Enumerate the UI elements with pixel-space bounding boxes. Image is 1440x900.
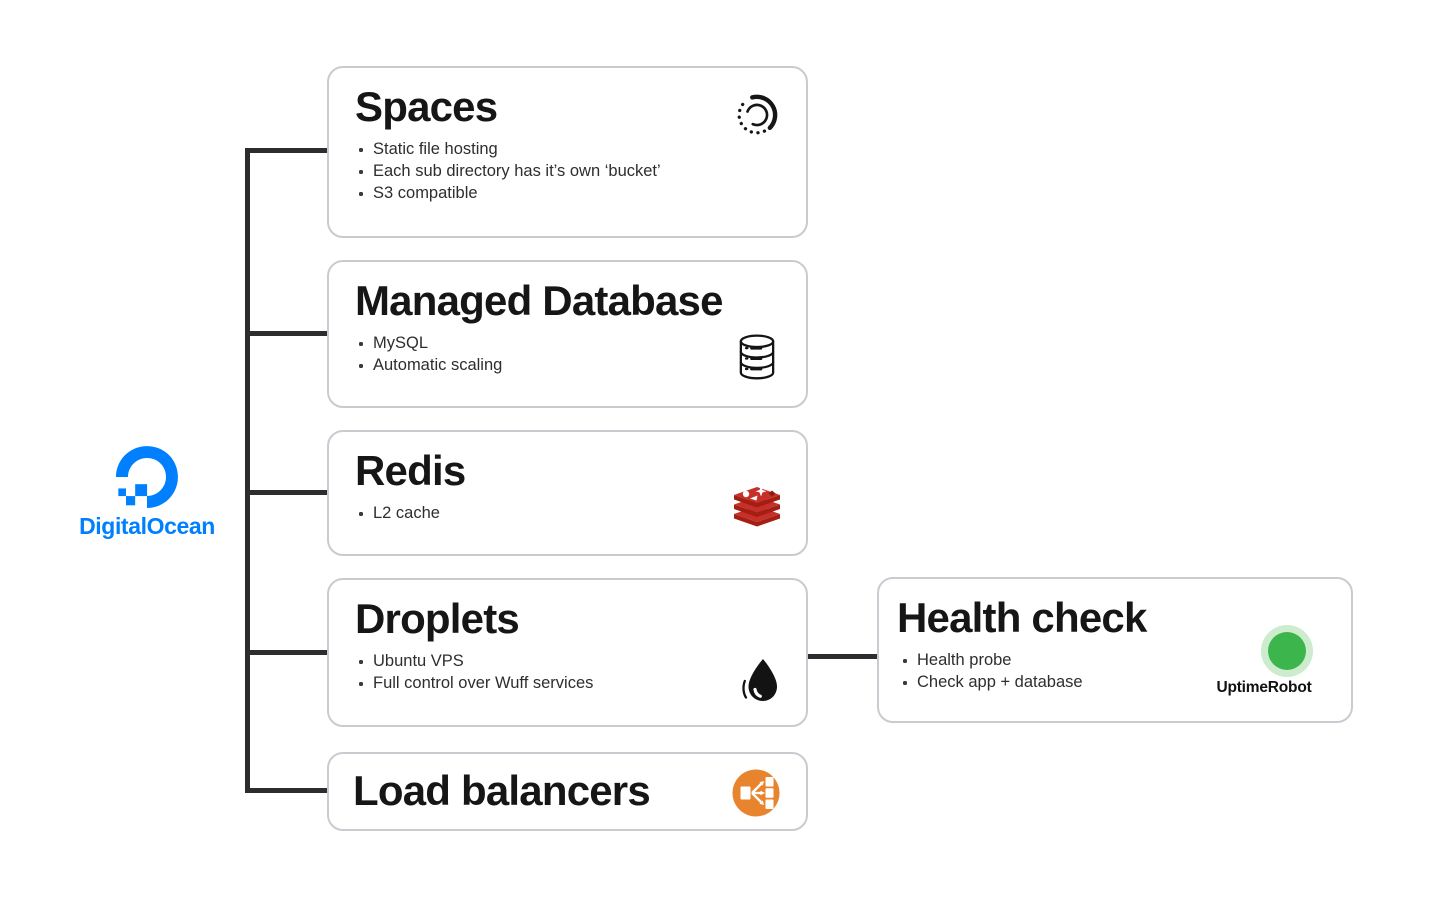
card-title-droplets: Droplets (355, 595, 520, 642)
digitalocean-logo-icon (116, 445, 178, 509)
spaces-dotted-circle-icon (734, 92, 780, 138)
bullet-dot (359, 660, 363, 665)
card-health-check: Health check Health probe Check app + da… (877, 577, 1353, 723)
droplet-icon (738, 656, 782, 708)
bullet-text: Health probe (917, 651, 1012, 670)
list-item: Each sub directory has it’s own ‘bucket’ (359, 162, 806, 181)
card-redis: Redis L2 cache (327, 430, 808, 556)
bullet-text: Each sub directory has it’s own ‘bucket’ (373, 162, 661, 181)
branch-line-redis (245, 490, 328, 495)
list-item: Static file hosting (359, 140, 806, 159)
bullet-dot (359, 342, 363, 347)
bullet-list-managed-database: MySQL Automatic scaling (329, 334, 806, 375)
uptimerobot-label: UptimeRobot (1216, 679, 1312, 696)
list-item: Check app + database (903, 673, 1351, 692)
card-managed-database: Managed Database MySQL Automatic scaling (327, 260, 808, 408)
uptimerobot-icon (1261, 625, 1313, 677)
card-droplets: Droplets Ubuntu VPS Full control over Wu… (327, 578, 808, 727)
card-title-managed-database: Managed Database (355, 277, 723, 324)
bullet-dot (359, 148, 363, 153)
uptimerobot-icon-inner-dot (1268, 632, 1306, 670)
redis-logo-icon (730, 484, 784, 534)
bullet-text: S3 compatible (373, 184, 478, 203)
database-cylinder-icon (732, 330, 782, 386)
bullet-dot (359, 512, 363, 517)
load-balancer-icon (732, 769, 780, 817)
bullet-list-spaces: Static file hosting Each sub directory h… (329, 140, 806, 203)
list-item: L2 cache (359, 504, 806, 523)
card-spaces: Spaces Static file hosting Each sub dire… (327, 66, 808, 238)
bullet-text: Full control over Wuff services (373, 674, 594, 693)
card-title-health-check: Health check (897, 594, 1147, 641)
bullet-text: Ubuntu VPS (373, 652, 464, 671)
bullet-dot (359, 192, 363, 197)
list-item: Automatic scaling (359, 356, 806, 375)
list-item: Health probe (903, 651, 1351, 670)
list-item: Full control over Wuff services (359, 674, 806, 693)
bullet-list-health-check: Health probe Check app + database (879, 651, 1351, 692)
list-item: Ubuntu VPS (359, 652, 806, 671)
branch-line-load-balancers (245, 788, 328, 793)
branch-line-spaces (245, 148, 328, 153)
bullet-list-droplets: Ubuntu VPS Full control over Wuff servic… (329, 652, 806, 693)
bullet-dot (359, 170, 363, 175)
bullet-text: L2 cache (373, 504, 440, 523)
trunk-connector-line (245, 148, 250, 793)
bullet-dot (359, 364, 363, 369)
card-title-spaces: Spaces (355, 83, 498, 130)
bullet-dot (359, 682, 363, 687)
list-item: S3 compatible (359, 184, 806, 203)
branch-line-droplets (245, 650, 328, 655)
bullet-text: Automatic scaling (373, 356, 503, 375)
card-title-redis: Redis (355, 447, 466, 494)
bullet-text: Check app + database (917, 673, 1083, 692)
bullet-dot (903, 659, 907, 664)
card-load-balancers: Load balancers (327, 752, 808, 831)
list-item: MySQL (359, 334, 806, 353)
bullet-text: Static file hosting (373, 140, 498, 159)
digitalocean-wordmark: DigitalOcean (79, 513, 215, 539)
bullet-list-redis: L2 cache (329, 504, 806, 523)
branch-line-health-check (806, 654, 877, 659)
bullet-text: MySQL (373, 334, 429, 353)
branch-line-managed-database (245, 331, 328, 336)
bullet-dot (903, 681, 907, 686)
card-title-load-balancers: Load balancers (353, 767, 651, 815)
